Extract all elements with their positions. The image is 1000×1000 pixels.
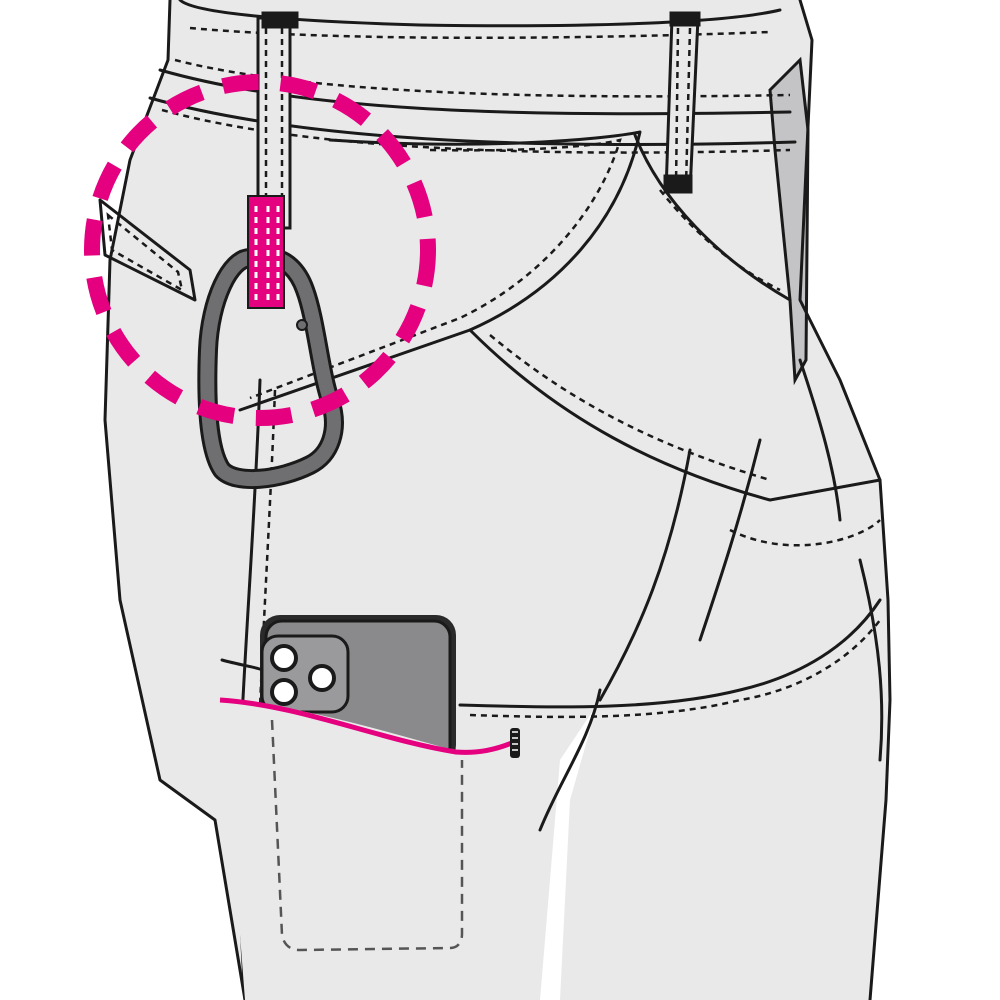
belt-loop-right bbox=[663, 11, 701, 194]
pocket-opening-highlight bbox=[219, 697, 515, 755]
camera-lens-icon bbox=[308, 664, 336, 692]
highlight-circle bbox=[84, 74, 436, 426]
side-welt-pocket bbox=[98, 198, 197, 302]
camera-lens-icon bbox=[270, 678, 298, 706]
belt-loop-left bbox=[256, 11, 299, 230]
front-pocket-lines bbox=[238, 130, 884, 832]
camera-lens-icon bbox=[270, 644, 298, 672]
carabiner bbox=[197, 248, 344, 490]
magenta-strap bbox=[247, 195, 285, 309]
phone-pocket bbox=[219, 658, 520, 1000]
